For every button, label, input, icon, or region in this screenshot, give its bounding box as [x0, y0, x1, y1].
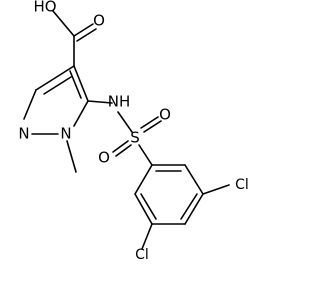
bond-c-o-double-b — [76, 28, 97, 42]
bond-c3-n2 — [23, 89, 37, 120]
label-carbonyl-oxygen: O — [93, 12, 105, 30]
bond-c5-nh — [87, 100, 113, 104]
bond-oh-c — [52, 10, 75, 37]
label-sulfonyl-oxygen-right: O — [159, 106, 171, 124]
bond-ring-inner-2 — [180, 193, 198, 220]
bond-ring-6 — [134, 164, 153, 195]
bond-n1-c5 — [73, 100, 89, 127]
bond-ring-cl-right — [202, 184, 230, 195]
bond-s-o-left-a — [112, 140, 129, 153]
bond-ring-5 — [134, 193, 153, 225]
bond-ring-cl-bottom — [141, 223, 153, 250]
bond-n1-methyl — [66, 140, 77, 173]
label-chlorine-right: Cl — [235, 177, 249, 193]
bond-ring-2 — [184, 164, 204, 195]
label-amine: NH — [108, 93, 131, 111]
bond-s-o-right-a — [140, 116, 159, 129]
bond-c4-c3 — [35, 65, 75, 91]
bond-s-aryl — [138, 144, 153, 166]
bond-c-o-double-a — [73, 23, 94, 37]
bond-s-o-right-b — [143, 120, 162, 133]
bond-c5-c4-inner — [69, 70, 82, 99]
label-sulfonyl-oxygen-left: O — [98, 149, 110, 167]
bond-layer — [23, 10, 230, 250]
atom-label-layer: HO O N N NH S O O Cl Cl — [18, 0, 248, 263]
label-chlorine-bottom: Cl — [135, 247, 149, 263]
bond-s-o-left-b — [115, 144, 132, 157]
bond-ring-3 — [184, 193, 204, 225]
structure-diagram: HO O N N NH S O O Cl Cl — [18, 0, 249, 263]
label-pyrazole-n-ring: N — [18, 125, 29, 143]
bond-nh-s — [117, 111, 133, 133]
bond-ring-inner-3 — [140, 193, 157, 220]
bond-c3-c4-inner — [43, 76, 72, 95]
label-carboxyl-hydroxyl: HO — [33, 0, 56, 16]
bond-c5-c4 — [73, 65, 89, 102]
label-pyrazole-n-methyl: N — [60, 125, 71, 143]
label-sulfur: S — [130, 129, 140, 147]
molecule-structure: HO O N N NH S O O Cl Cl — [18, 0, 248, 263]
